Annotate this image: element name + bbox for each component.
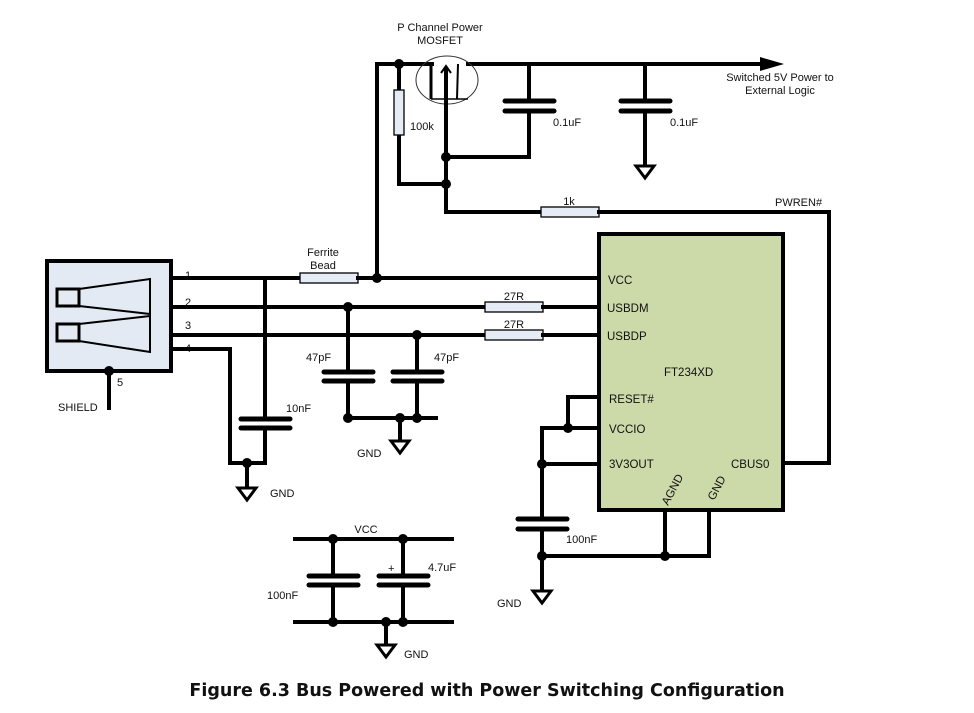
cap-10nf-label: 10nF [286, 403, 311, 415]
ic-pin-usbdp: USBDP [607, 331, 647, 343]
output-label-line1: Switched 5V Power to [726, 72, 834, 84]
resistor-usbdm-body [484, 301, 544, 313]
mosfet-drain-leg [456, 63, 459, 100]
usb-contact-2-taper [78, 314, 151, 354]
wire-cap1-bottom [444, 109, 531, 159]
junction-dot [328, 617, 338, 627]
usb-contact-2 [55, 322, 81, 343]
cap2-label: 0.1uF [670, 117, 698, 129]
cap-decouple2-polarity: + [388, 563, 394, 575]
ferrite-bead-body [299, 272, 359, 284]
wire-vccio [540, 426, 600, 520]
pwren-net-label: PWREN# [775, 197, 823, 209]
ic-pin-vcc: VCC [608, 275, 632, 287]
junction-dot [242, 458, 252, 468]
p-channel-mosfet [415, 55, 479, 157]
mosfet-label-line1: P Channel Power [397, 22, 483, 34]
capacitor-0-1uf-1: 0.1uF [441, 62, 581, 189]
junction-dot [104, 366, 114, 376]
cap1-label: 0.1uF [553, 117, 581, 129]
junction-dot [537, 459, 547, 469]
junction-dot [537, 551, 547, 561]
output-label: Switched 5V Power to External Logic [726, 72, 834, 97]
cap-47pf-dp-label: 47pF [434, 352, 459, 364]
junction-dot [372, 273, 382, 283]
wire-gate-to-1k [444, 155, 543, 214]
wire-gnd-bus [540, 508, 711, 558]
mosfet-label-line2: MOSFET [417, 35, 463, 47]
usb-contact-1 [55, 287, 81, 308]
gnd-label: GND [404, 649, 429, 661]
wire-vcc-to-source [375, 62, 434, 280]
ground-icon [633, 164, 657, 181]
cap-decouple2-label: 4.7uF [428, 562, 456, 574]
usb-connector-body [45, 259, 173, 373]
junction-dot [563, 423, 573, 433]
junction-dot [343, 413, 353, 423]
ic-pin-cbus0: CBUS0 [731, 459, 769, 471]
junction-dot [660, 551, 670, 561]
resistor-usbdm-label: 27R [504, 291, 524, 303]
shield-label: SHIELD [58, 402, 98, 414]
connector-pin-5: 5 [117, 377, 123, 389]
capacitor-10nf: 10nF GND [169, 276, 311, 503]
junction-dot [398, 534, 408, 544]
ic-pin-usbdm: USBDM [607, 303, 649, 315]
vcc-net-label: VCC [354, 524, 377, 536]
resistor-usbdp-body [484, 329, 544, 341]
mosfet-arrow-icon [440, 64, 452, 74]
usb-connector: 1 2 3 4 5 SHIELD [45, 259, 191, 414]
junction-dot [328, 534, 338, 544]
junction-dot [398, 617, 408, 627]
output-arrow-icon [760, 57, 784, 71]
gnd-label: GND [270, 488, 295, 500]
ic-power-wiring: 100nF GND [497, 395, 711, 610]
capacitors-47pf: 47pF 47pF GND [306, 305, 459, 460]
resistor-1k: 1k PWREN# [444, 155, 831, 465]
top-rail-wires [375, 57, 784, 280]
ferrite-label-line2: Bead [310, 260, 336, 272]
vbus-line: Ferrite Bead [169, 247, 600, 284]
usb-contact-1-taper [78, 277, 151, 316]
ic-pin-3v3out: 3V3OUT [609, 459, 654, 471]
capacitor-0-1uf-2: 0.1uF [618, 62, 698, 181]
ground-icon [530, 589, 554, 606]
usb-data-lines: 27R 27R [169, 291, 600, 341]
connector-pin-3: 3 [185, 320, 191, 332]
junction-dot [394, 59, 404, 69]
ferrite-label-line1: Ferrite [307, 247, 339, 259]
ic-pin-reset: RESET# [609, 394, 654, 406]
ic-part-name: FT234XD [664, 367, 713, 379]
junction-dot [412, 413, 422, 423]
gnd-label: GND [497, 598, 522, 610]
wire-reset [566, 395, 600, 430]
resistor-usbdp-label: 27R [504, 319, 524, 331]
wire-pwren [597, 210, 831, 465]
resistor-1k-body [540, 206, 600, 218]
ground-icon [235, 486, 259, 503]
gnd-label: GND [357, 448, 382, 460]
wire-10nf-bottom [169, 347, 267, 465]
resistor-1k-label: 1k [563, 196, 575, 208]
connector-pin-2: 2 [185, 297, 191, 309]
cap-47pf-dm-label: 47pF [306, 352, 331, 364]
ground-icon [374, 643, 398, 660]
resistor-100k-label: 100k [410, 121, 434, 133]
resistor-100k-body [393, 89, 405, 136]
mosfet-labels: P Channel Power MOSFET [397, 22, 483, 47]
figure-caption: Figure 6.3 Bus Powered with Power Switch… [189, 681, 785, 701]
ic-body [597, 232, 785, 512]
ft234xd-ic: VCC USBDM USBDP FT234XD RESET# VCCIO 3V3… [597, 232, 785, 512]
junction-dot [395, 413, 405, 423]
cap-decouple1-label: 100nF [267, 590, 298, 602]
ground-icon [388, 439, 412, 456]
resistor-100k: 100k [393, 59, 448, 186]
ic-pin-vccio: VCCIO [609, 424, 645, 436]
decoupling-capacitors: VCC 100nF + 4.7uF GND [267, 524, 456, 661]
cap-100nf-3v3-label: 100nF [566, 534, 597, 546]
output-label-line2: External Logic [745, 85, 815, 97]
